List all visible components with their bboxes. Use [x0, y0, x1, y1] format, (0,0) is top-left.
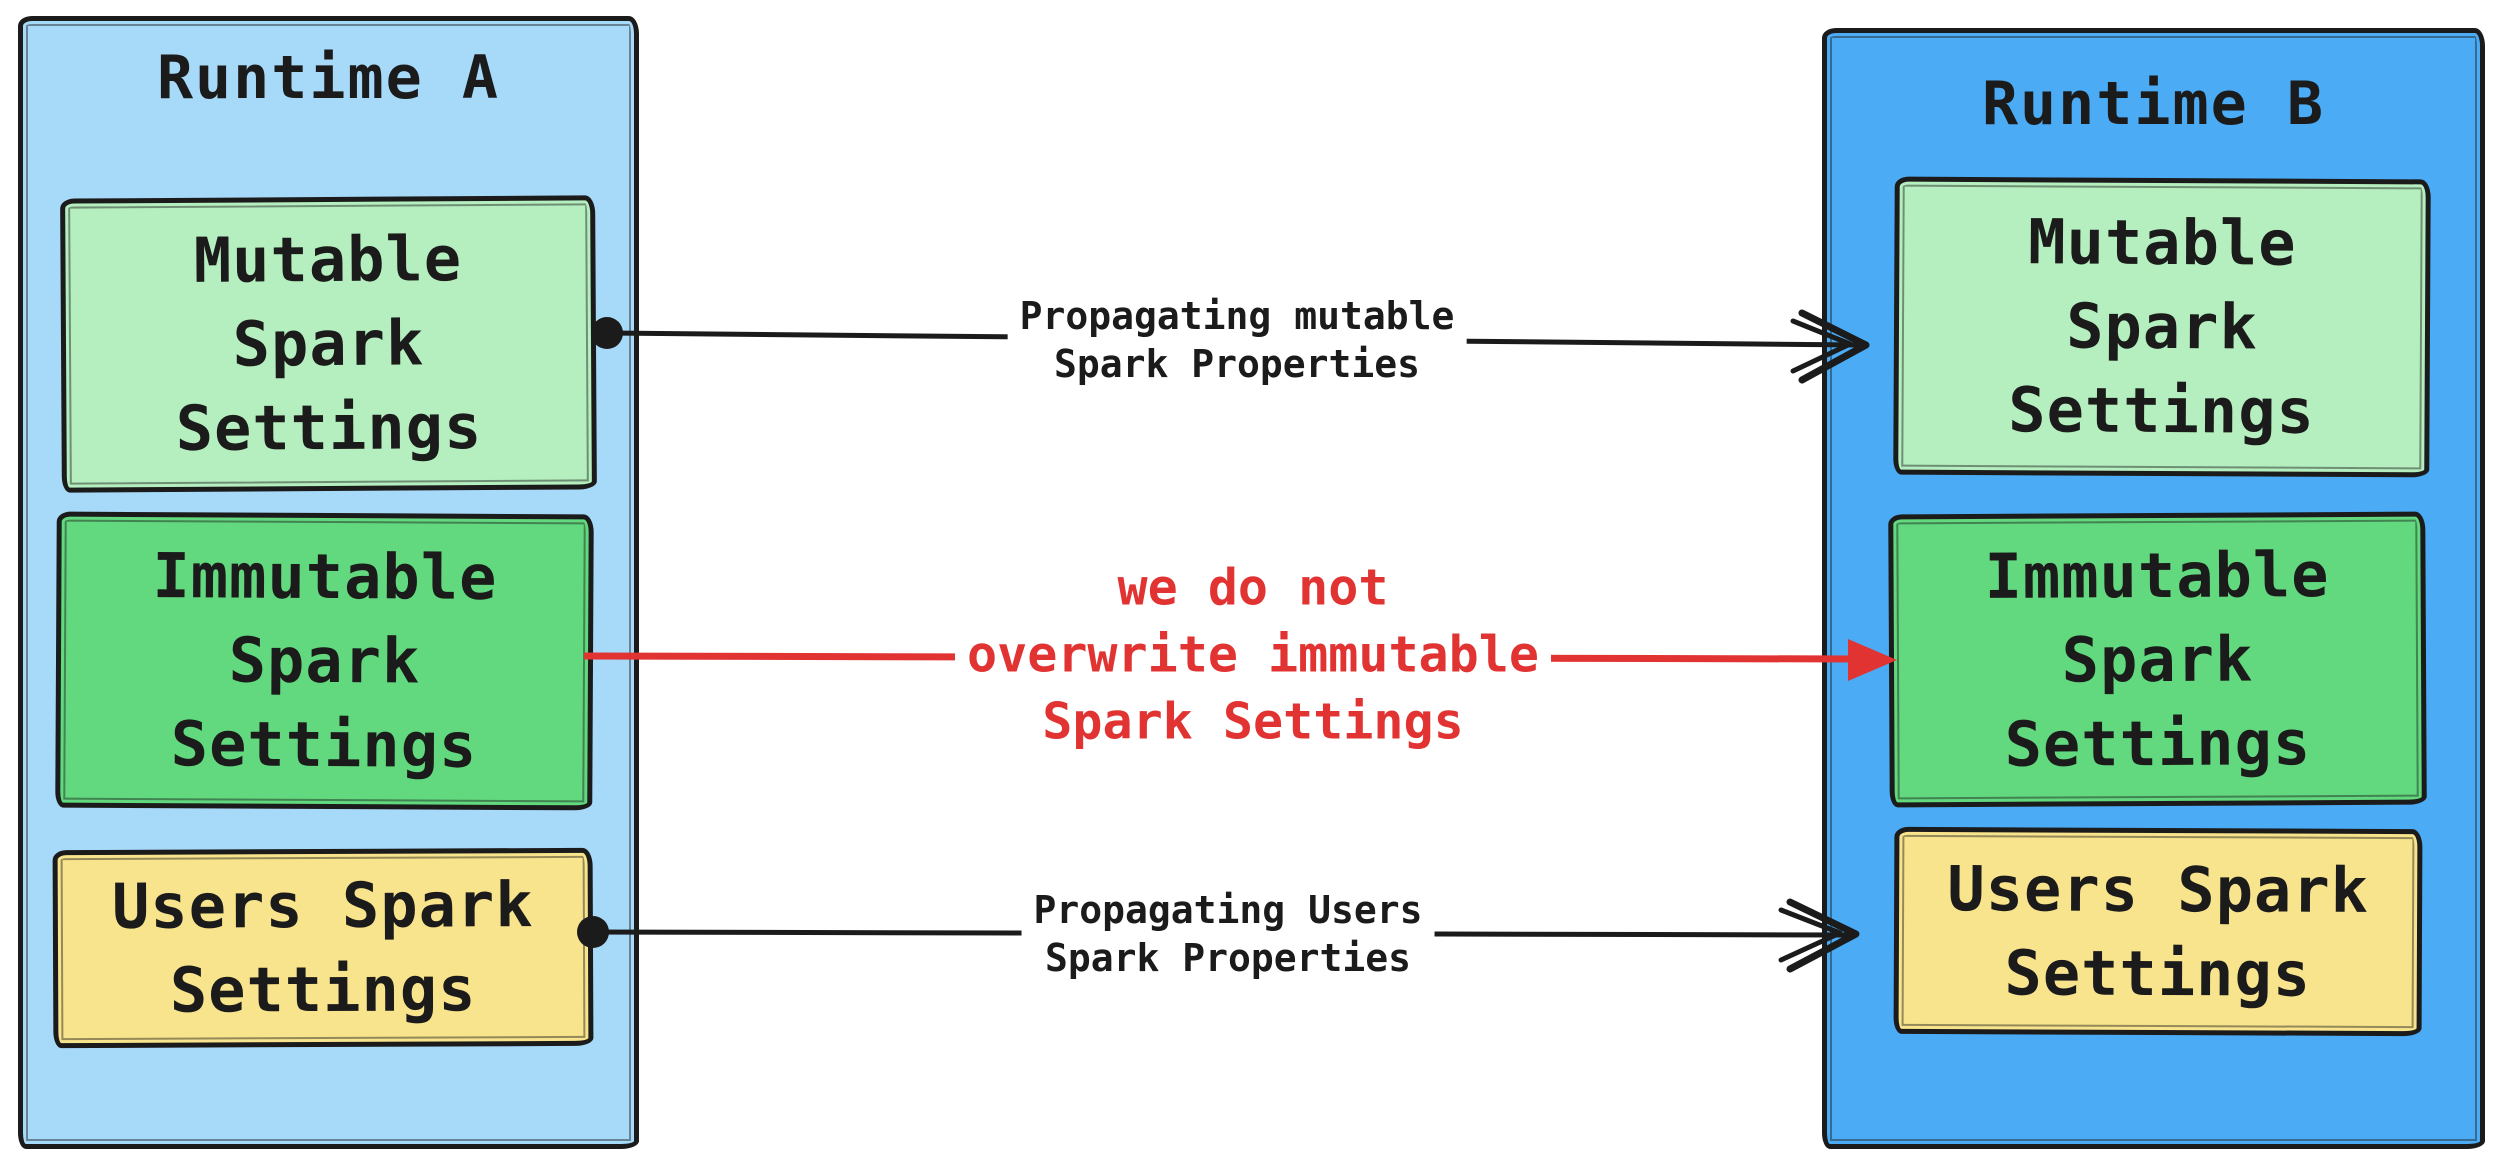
arrow-label-propagate-mutable: Propagating mutable Spark Properties: [1007, 290, 1467, 390]
runtime-b-immutable-spark-settings-box: Immutable Spark Settings: [1888, 511, 2427, 808]
runtime-b-panel: Runtime B Mutable Spark Settings Immutab…: [1822, 28, 2485, 1149]
runtime-a-title: Runtime A: [156, 43, 501, 113]
box-label: Users Spark Settings: [111, 868, 534, 1027]
box-label: Immutable Spark Settings: [1984, 537, 2330, 781]
runtime-a-mutable-spark-settings-box: Mutable Spark Settings: [60, 195, 597, 493]
box-label: Mutable Spark Settings: [175, 222, 483, 465]
runtime-a-panel: Runtime A Mutable Spark Settings Immutab…: [18, 16, 639, 1149]
arrow-label-propagate-users: Propagating Users Spark Properties: [1021, 884, 1435, 984]
runtime-a-immutable-spark-settings-box: Immutable Spark Settings: [55, 511, 594, 811]
runtime-b-users-spark-settings-box: Users Spark Settings: [1893, 826, 2423, 1037]
runtime-b-title: Runtime B: [1981, 69, 2326, 139]
box-label: Immutable Spark Settings: [152, 539, 498, 782]
box-label: Mutable Spark Settings: [2008, 205, 2316, 448]
box-label: Users Spark Settings: [1947, 851, 2370, 1011]
runtime-b-mutable-spark-settings-box: Mutable Spark Settings: [1893, 176, 2431, 478]
arrow-label-no-overwrite-immutable: we do not overwrite immutable Spark Sett…: [955, 552, 1551, 758]
runtime-a-users-spark-settings-box: Users Spark Settings: [52, 847, 594, 1049]
